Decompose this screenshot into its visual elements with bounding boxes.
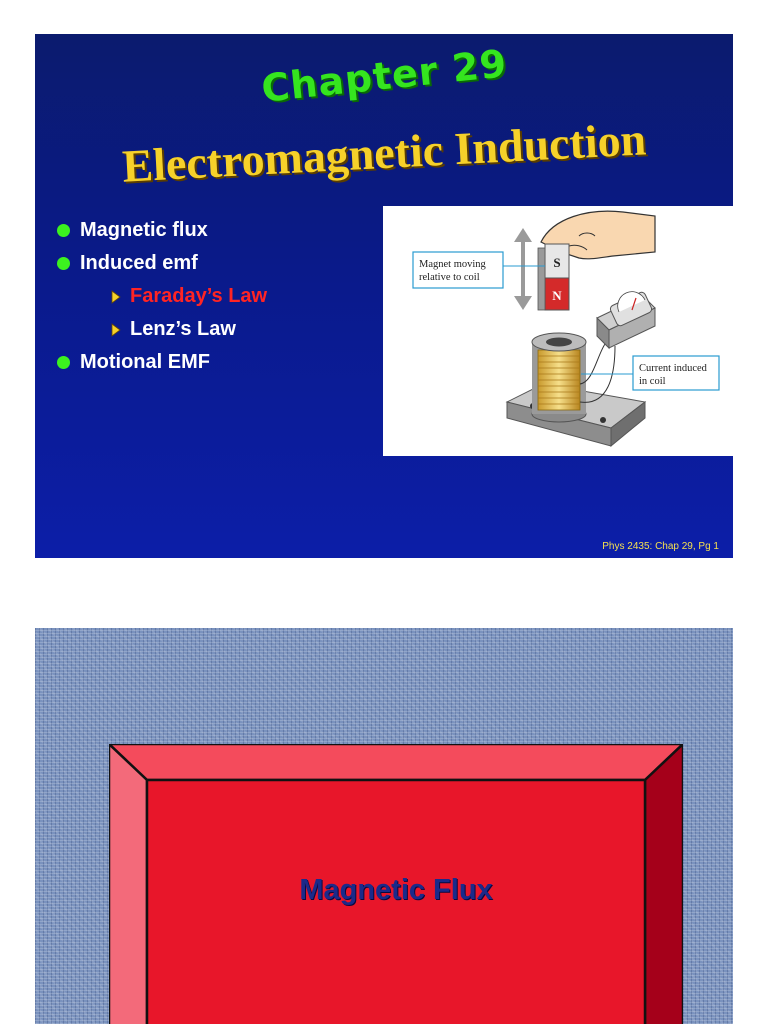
bullet-dot-icon [57,224,70,237]
bullet-text: Induced emf [80,252,198,274]
current-label-line-2: in coil [639,376,666,387]
beveled-panel [109,744,683,1024]
current-label-line-1: Current induced [639,363,708,374]
slide-title: Electromagnetic Induction [35,113,733,191]
arrow-bullet-icon [111,323,121,337]
chapter-heading: Chapter 29 [35,41,733,111]
bullet-item: Motional EMF [55,346,395,379]
wire-icon [579,343,616,403]
bullet-list: Magnetic flux Induced emf Faraday’s Law … [55,214,395,379]
arrow-bullet-icon [111,290,121,304]
bullet-text: Magnetic flux [80,219,208,241]
sub-bullet-item: Lenz’s Law [55,313,395,346]
induction-diagram: S N Magnet moving relative to coil [383,206,733,456]
chapter-text: Chapter 29 [259,41,509,111]
bullet-text: Lenz’s Law [130,318,236,340]
slide-footer: Phys 2435: Chap 29, Pg 1 [602,541,719,552]
magnet-label-line-1: Magnet moving [419,259,487,270]
slide-2: Magnetic Flux [35,628,733,1024]
bullet-item: Magnetic flux [55,214,395,247]
panel-title: Magnetic Flux [147,780,645,1000]
panel-title-text: Magnetic Flux [299,873,493,906]
magnet-label-box: Magnet moving relative to coil [412,251,545,289]
bullet-dot-icon [57,257,70,270]
magnet-label-line-2: relative to coil [419,272,480,283]
bullet-dot-icon [57,356,70,369]
coil-icon [531,332,587,423]
bar-magnet-icon: S N [537,243,570,311]
bullet-text: Faraday’s Law [130,285,268,307]
pole-s-label: S [553,255,560,270]
bullet-text: Motional EMF [80,351,210,373]
galvanometer-icon [596,291,656,350]
bullet-item: Induced emf [55,247,395,280]
motion-arrow-icon [514,228,532,310]
sub-bullet-item: Faraday’s Law [55,280,395,313]
slide-1: Chapter 29 Electromagnetic Induction Mag… [35,34,733,558]
current-label-box: Current induced in coil [581,355,720,391]
pole-n-label: N [552,288,562,303]
title-text: Electromagnetic Induction [120,113,648,192]
induction-illustration: S N Magnet moving relative to coil [412,210,720,448]
